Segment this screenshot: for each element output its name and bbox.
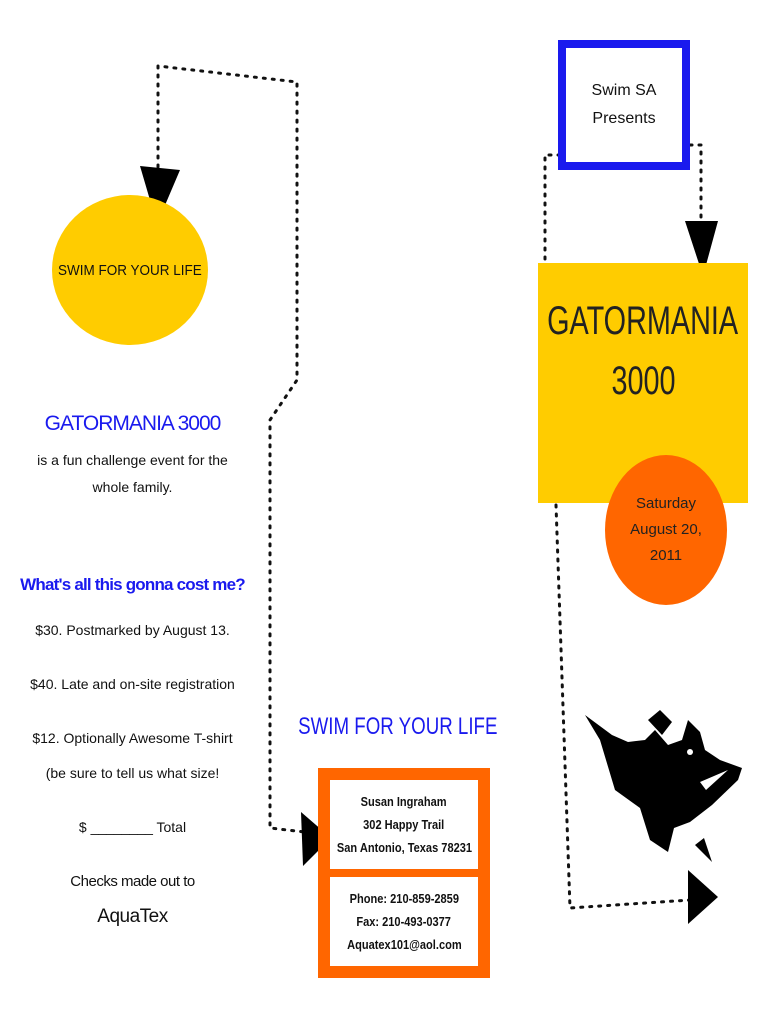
presenter-line: Swim SA [591, 82, 657, 99]
date-line: August 20, [630, 521, 702, 538]
event-title-left: GATORMANIA 3000 [44, 412, 222, 435]
dotted-path-top-right [543, 153, 562, 264]
cost-heading: What's all this gonna cost me? [20, 575, 245, 594]
phone-cell: Phone: 210-859-2859 Fax: 210-493-0377 Aq… [330, 877, 478, 966]
event-date-badge: Saturday August 20, 2011 [605, 455, 727, 605]
description-line: whole family. [92, 479, 173, 495]
checks-label: Checks made out to [70, 873, 195, 890]
arrow-down-icon [140, 166, 180, 224]
date-line: 2011 [649, 547, 683, 564]
contact-box: Susan Ingraham 302 Happy Trail San Anton… [318, 768, 490, 978]
arrow-down-icon [685, 221, 718, 276]
contact-city: San Antonio, Texas 78231 [336, 840, 472, 855]
alligator-icon [585, 710, 742, 862]
contact-heading-wrap: SWIM FOR YOUR LIFE [297, 713, 498, 741]
contact-phone: Phone: 210-859-2859 [349, 891, 459, 906]
dotted-path-bottom-right [554, 503, 692, 910]
contact-fax: Fax: 210-493-0377 [356, 914, 452, 929]
date-line: Saturday [635, 495, 697, 512]
payee-name: AquaTex [97, 906, 168, 927]
arrow-right-icon [688, 870, 718, 924]
presenter-box: Swim SA Presents [558, 40, 690, 170]
contact-street: 302 Happy Trail [363, 817, 445, 832]
total-line: $ ________ Total [78, 819, 187, 835]
price-note: (be sure to tell us what size! [45, 765, 220, 781]
arrow-right-icon [301, 812, 331, 866]
presenter-line: Presents [592, 110, 656, 127]
price-item: $12. Optionally Awesome T-shirt [32, 730, 233, 746]
price-item: $40. Late and on-site registration [30, 676, 235, 692]
event-title-line: GATORMANIA [547, 299, 739, 343]
contact-email[interactable]: Aquatex101@aol.com [346, 937, 462, 952]
badge-text: SWIM FOR YOUR LIFE [58, 261, 202, 279]
swim-for-your-life-badge: SWIM FOR YOUR LIFE [52, 195, 208, 345]
contact-name: Susan Ingraham [361, 794, 447, 809]
dotted-path-left [156, 64, 307, 834]
event-title-line: 3000 [610, 359, 676, 403]
description-line: is a fun challenge event for the [37, 452, 228, 468]
dotted-path-blue-right [688, 143, 703, 227]
contact-heading: SWIM FOR YOUR LIFE [297, 713, 498, 740]
price-item: $30. Postmarked by August 13. [35, 622, 230, 638]
address-cell: Susan Ingraham 302 Happy Trail San Anton… [330, 780, 478, 869]
